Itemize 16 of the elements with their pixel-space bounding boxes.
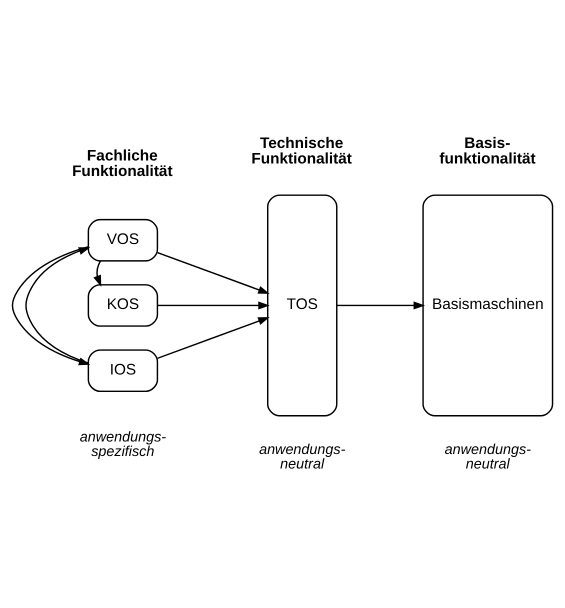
- label: anwendungs- neutral: [444, 442, 531, 472]
- node-box: VOS: [88, 218, 158, 262]
- node-box: Basismaschinen: [422, 194, 554, 416]
- label: Basis- funktionalität: [439, 134, 536, 167]
- label: anwendungs- spezifisch: [80, 429, 166, 460]
- node-box: KOS: [88, 284, 158, 326]
- label: Technische Funktionalität: [251, 134, 352, 167]
- label: Fachliche Funktionalität: [72, 146, 173, 180]
- arrow: [157, 316, 270, 358]
- arrow: [93, 260, 102, 286]
- arrow: [158, 300, 270, 309]
- label: anwendungs- neutral: [259, 442, 346, 472]
- node-box: IOS: [88, 348, 158, 392]
- arrow: [157, 251, 270, 294]
- node-box: TOS: [266, 194, 338, 416]
- arrow: [336, 300, 426, 309]
